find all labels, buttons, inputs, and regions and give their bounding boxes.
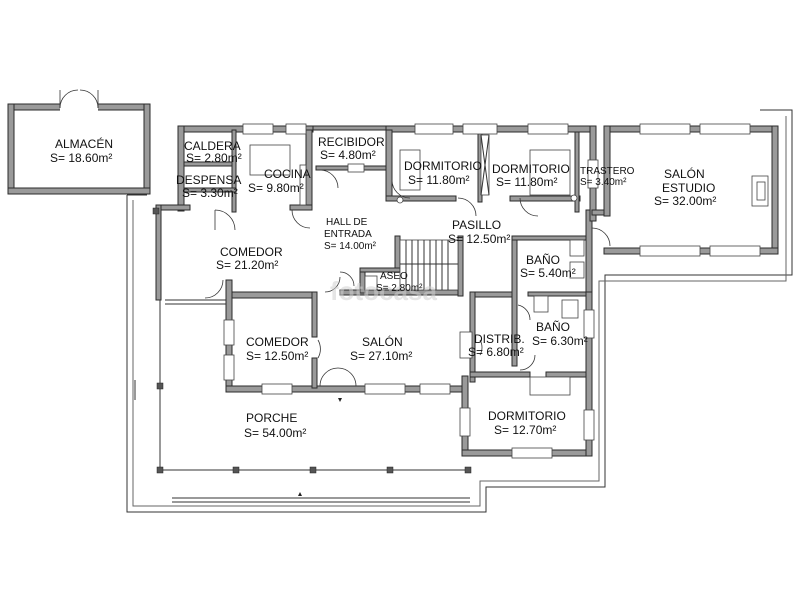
room-dormitorio1-name: DORMITORIO: [404, 159, 482, 173]
room-bano1-name: BAÑO: [526, 253, 560, 267]
room-porche-name: PORCHE: [246, 411, 297, 425]
room-comedor2-area: S= 12.50m²: [246, 349, 308, 363]
room-almacen-name: ALMACÉN: [55, 136, 113, 151]
room-despensa-area: S= 3.30m²: [182, 186, 238, 200]
room-despensa-name: DESPENSA: [176, 173, 241, 187]
room-bano1-area: S= 5.40m²: [520, 266, 576, 280]
room-aseo-name: ASEO: [380, 271, 408, 282]
room-hall-name2: ENTRADA: [324, 229, 372, 240]
room-salon-name: SALÓN: [362, 334, 403, 349]
room-comedor2-name: COMEDOR: [246, 335, 309, 349]
porch-structure: [152, 207, 472, 503]
room-recibidor-area: S= 4.80m²: [320, 148, 376, 162]
windows: [223, 123, 761, 459]
room-distrib-area: S= 6.80m²: [468, 345, 524, 359]
room-trastero-area: S= 3.40m²: [580, 177, 627, 188]
watermark: fotocasa: [330, 276, 437, 306]
room-salon-estudio-area: S= 32.00m²: [654, 194, 716, 208]
almacen-block: [7, 89, 151, 195]
room-porche-area: S= 54.00m²: [244, 426, 306, 440]
room-distrib-name: DISTRIB.: [474, 332, 525, 346]
room-cocina-name: COCINA: [264, 167, 311, 181]
fixtures: [249, 134, 585, 396]
room-recibidor-name: RECIBIDOR: [318, 135, 385, 149]
room-salon-area: S= 27.10m²: [350, 349, 412, 363]
room-dormitorio3-area: S= 12.70m²: [494, 423, 556, 437]
room-hall-area: S= 14.00m²: [324, 241, 377, 252]
doors: [204, 169, 611, 387]
room-cocina-area: S= 9.80m²: [248, 181, 304, 195]
room-caldera-name: CALDERA: [184, 139, 241, 153]
room-hall-name: HALL DE: [326, 217, 368, 228]
room-caldera-area: S= 2.80m²: [186, 151, 242, 165]
room-salon-estudio-name: SALÓN: [664, 166, 705, 181]
room-trastero-name: TRASTERO: [580, 166, 635, 177]
room-comedor1-area: S= 21.20m²: [216, 258, 278, 272]
room-bano2-area: S= 6.30m²: [532, 334, 588, 348]
room-bano2-name: BAÑO: [536, 320, 570, 334]
room-dormitorio3-name: DORMITORIO: [488, 409, 566, 423]
room-aseo-area: S= 2.80m²: [376, 283, 423, 294]
room-dormitorio2-name: DORMITORIO: [492, 162, 570, 176]
room-almacen-area: S= 18.60m²: [50, 151, 112, 165]
room-labels: ALMACÉN S= 18.60m² CALDERA S= 2.80m² DES…: [50, 135, 716, 440]
room-dormitorio1-area: S= 11.80m²: [408, 173, 469, 187]
staircase: [399, 239, 459, 291]
room-dormitorio2-area: S= 11.80m²: [496, 175, 557, 189]
room-pasillo-area: S= 12.50m²: [448, 232, 510, 246]
room-salon-estudio-name2: ESTUDIO: [662, 181, 715, 195]
terrace-outline: [126, 109, 793, 513]
room-comedor1-name: COMEDOR: [220, 245, 283, 259]
room-pasillo-name: PASILLO: [452, 218, 501, 232]
